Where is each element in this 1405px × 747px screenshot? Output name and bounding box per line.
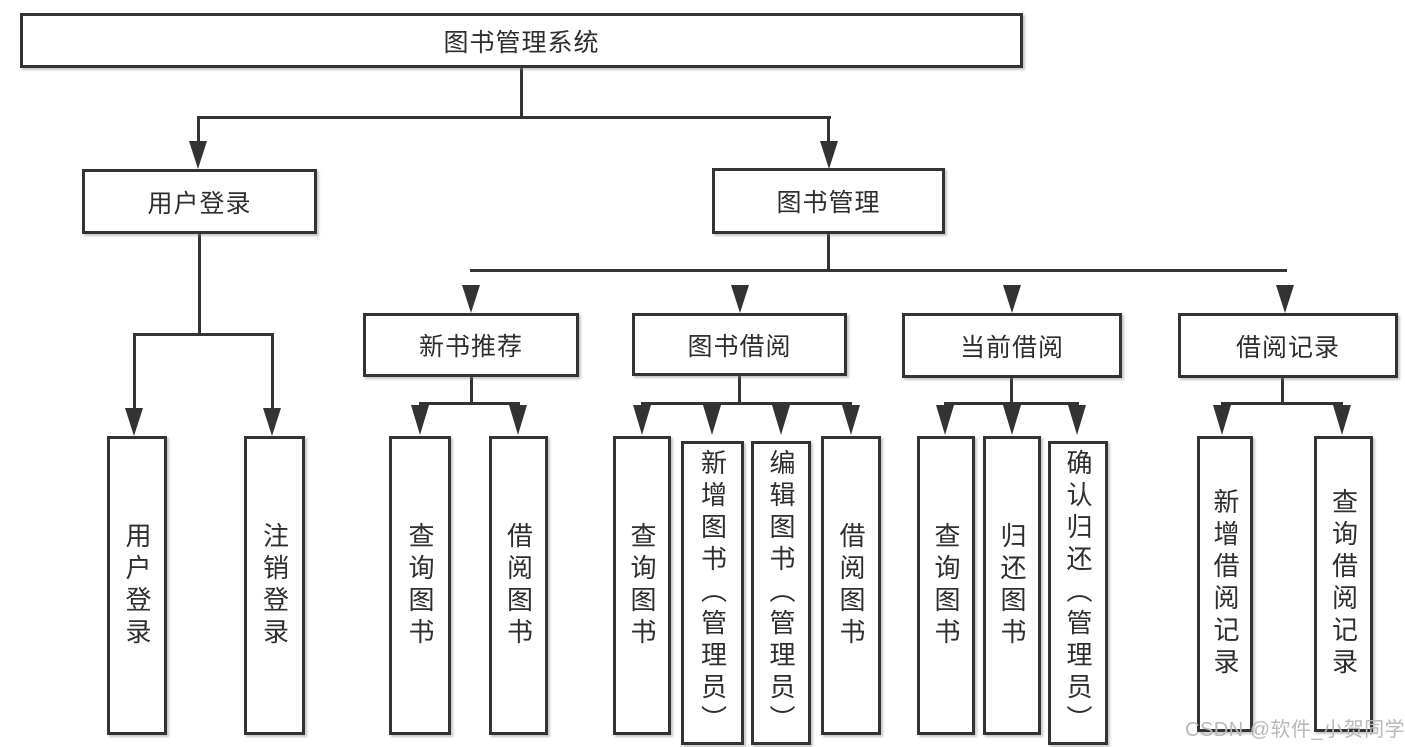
connector-line xyxy=(1281,378,1284,405)
node-current-borrowing: 当前借阅 xyxy=(902,313,1122,378)
connector-line xyxy=(197,116,200,145)
connector-line xyxy=(271,333,274,410)
arrow-down-icon xyxy=(772,405,790,435)
node-label: 图书管理 xyxy=(776,189,881,217)
arrow-down-icon xyxy=(1213,405,1231,435)
leaf-borrow-books-1: 借阅图书 xyxy=(489,436,548,735)
node-book-management: 图书管理 xyxy=(712,168,945,234)
connector-line xyxy=(470,269,1287,272)
node-label: 用户登录 xyxy=(147,189,252,218)
node-label: 新增借阅记录 xyxy=(1210,488,1240,680)
node-label: 图书管理系统 xyxy=(443,28,600,57)
csdn-watermark: CSDN @软件_小贺同学 xyxy=(1185,719,1405,741)
arrow-down-icon xyxy=(1003,405,1021,435)
leaf-query-books-2: 查询图书 xyxy=(613,436,671,735)
leaf-logout: 注销登录 xyxy=(244,436,305,735)
leaf-add-borrow-record: 新增借阅记录 xyxy=(1197,436,1253,732)
connector-line xyxy=(198,234,201,336)
leaf-confirm-return-admin: 确认归还（管理员） xyxy=(1048,441,1108,745)
connector-line xyxy=(419,402,520,405)
leaf-query-books-3: 查询图书 xyxy=(917,436,975,735)
connector-line xyxy=(133,333,136,410)
node-label: 借阅记录 xyxy=(1235,333,1340,362)
connector-line xyxy=(470,377,473,405)
node-label: 当前借阅 xyxy=(959,333,1064,362)
connector-line xyxy=(133,333,274,336)
node-label: 归还图书 xyxy=(997,521,1027,650)
connector-line xyxy=(1010,378,1013,405)
node-label: 新书推荐 xyxy=(418,333,523,361)
leaf-return-book: 归还图书 xyxy=(983,436,1041,735)
leaf-query-borrow-record: 查询借阅记录 xyxy=(1314,436,1373,732)
arrow-down-icon xyxy=(936,405,954,435)
node-label: 用户登录 xyxy=(122,521,152,650)
connector-line xyxy=(827,234,830,272)
arrow-down-icon xyxy=(703,405,721,435)
node-label: 查询图书 xyxy=(405,521,435,650)
arrow-down-icon xyxy=(263,408,281,436)
node-borrowing-records: 借阅记录 xyxy=(1178,313,1398,378)
arrow-down-icon xyxy=(189,141,207,169)
connector-line xyxy=(197,116,831,119)
node-label: 查询图书 xyxy=(931,521,961,650)
arrow-down-icon xyxy=(1333,405,1351,435)
arrow-down-icon xyxy=(1003,285,1021,313)
connector-line xyxy=(641,402,852,405)
leaf-edit-book-admin: 编辑图书（管理员） xyxy=(751,441,811,745)
leaf-user-login: 用户登录 xyxy=(107,436,167,735)
arrow-down-icon xyxy=(820,141,838,169)
node-label: 编辑图书（管理员） xyxy=(766,449,796,737)
arrow-down-icon xyxy=(1276,285,1294,313)
node-label: 查询图书 xyxy=(627,521,657,650)
arrow-down-icon xyxy=(125,408,143,436)
leaf-query-books-1: 查询图书 xyxy=(389,436,451,735)
node-label: 查询借阅记录 xyxy=(1328,488,1359,680)
node-new-book-recommend: 新书推荐 xyxy=(363,313,579,377)
arrow-down-icon xyxy=(731,285,749,313)
node-library-management-system: 图书管理系统 xyxy=(20,13,1023,68)
node-label: 借阅图书 xyxy=(503,521,534,650)
node-label: 确认归还（管理员） xyxy=(1063,449,1093,737)
node-label: 新增图书（管理员） xyxy=(697,449,728,737)
leaf-borrow-books-2: 借阅图书 xyxy=(821,436,881,735)
node-book-borrowing: 图书借阅 xyxy=(632,313,847,376)
connector-line xyxy=(520,68,523,119)
arrow-down-icon xyxy=(1068,405,1086,435)
connector-line xyxy=(944,402,1079,405)
node-label: 图书借阅 xyxy=(687,332,792,361)
leaf-add-book-admin: 新增图书（管理员） xyxy=(681,441,744,745)
connector-line xyxy=(827,116,830,145)
node-user-login: 用户登录 xyxy=(82,169,317,234)
arrow-down-icon xyxy=(462,285,480,313)
arrow-down-icon xyxy=(633,405,651,435)
connector-line xyxy=(1221,402,1343,405)
node-label: 借阅图书 xyxy=(836,521,866,650)
arrow-down-icon xyxy=(509,405,527,435)
connector-line xyxy=(738,376,741,405)
arrow-down-icon xyxy=(411,405,429,435)
node-label: 注销登录 xyxy=(259,521,290,650)
arrow-down-icon xyxy=(842,405,860,435)
